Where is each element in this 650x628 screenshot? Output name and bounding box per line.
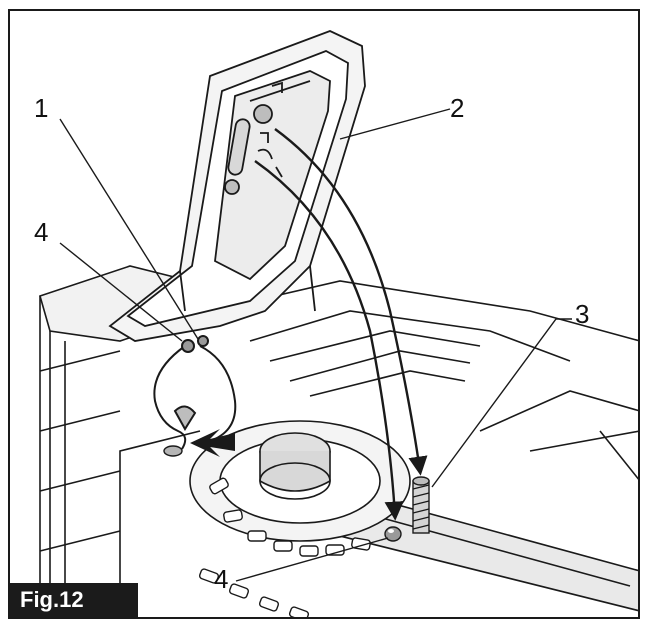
push-arrow (190, 429, 235, 457)
figure-frame: 1 2 3 4 4 Fig.12 (8, 9, 640, 619)
hook-hole (163, 445, 183, 457)
callout-1: 1 (34, 93, 49, 123)
leader-lines (59, 108, 572, 582)
callout-4-upper: 4 (34, 217, 49, 247)
callout-3: 3 (575, 299, 590, 329)
illustration (39, 30, 638, 617)
callout-4-lower: 4 (214, 564, 229, 594)
align-arrow-pin (254, 160, 404, 521)
callout-2: 2 (450, 93, 465, 123)
hook-wire (153, 335, 237, 450)
stud-bolt (412, 476, 430, 534)
align-arrow-stud (274, 128, 428, 476)
adjusting-pin (384, 526, 402, 542)
saw-chain (198, 477, 371, 617)
figure-label: Fig.12 (10, 583, 138, 617)
